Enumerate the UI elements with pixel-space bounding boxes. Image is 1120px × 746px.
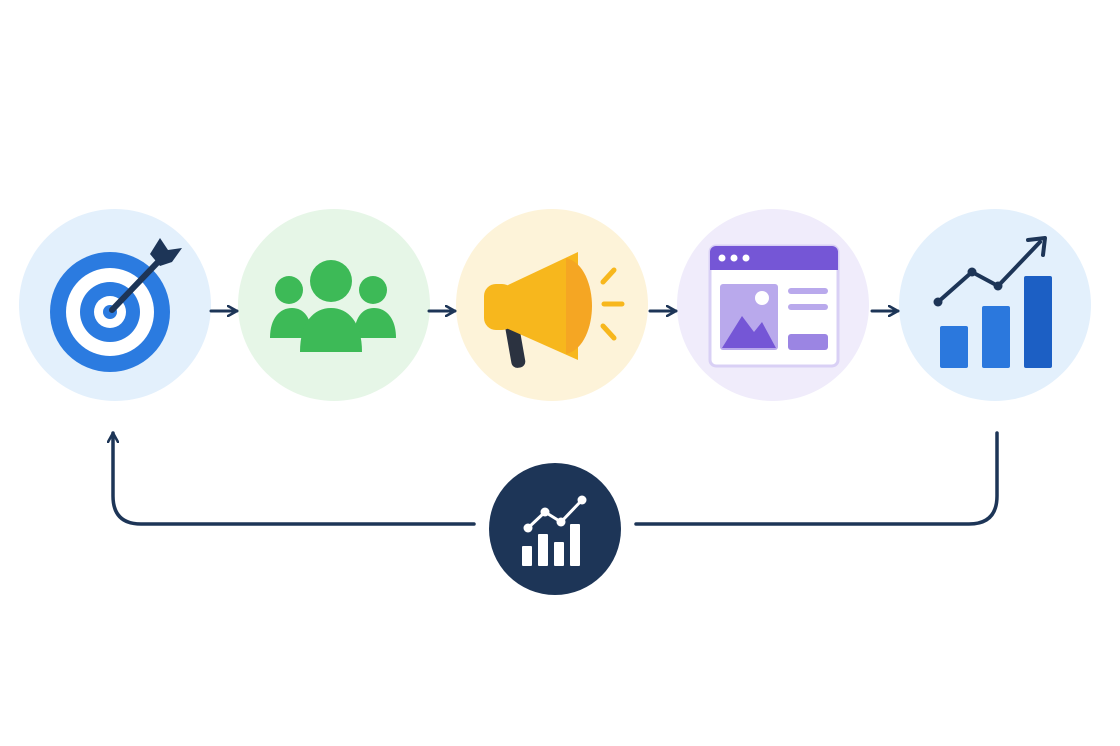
- analytics-hub-circle: [489, 463, 621, 595]
- stage-audience-circle: [238, 209, 430, 401]
- stage-audience: [238, 209, 430, 401]
- growth-chart-icon: [933, 236, 1052, 368]
- stage-promotion: [456, 209, 648, 401]
- stage-results: [899, 209, 1091, 401]
- analytics-hub: [489, 463, 621, 595]
- stage-results-circle: [899, 209, 1091, 401]
- target-icon: [50, 238, 182, 372]
- analytics-icon: [522, 495, 587, 566]
- webpage-icon: [708, 244, 840, 368]
- stage-landing-page: [677, 209, 869, 401]
- feedback-loop-right: [634, 431, 999, 526]
- megaphone-icon: [484, 252, 625, 368]
- feedback-loop-left-arrow: [113, 431, 476, 526]
- audience-icon: [270, 260, 396, 352]
- stage-goal: [19, 209, 211, 401]
